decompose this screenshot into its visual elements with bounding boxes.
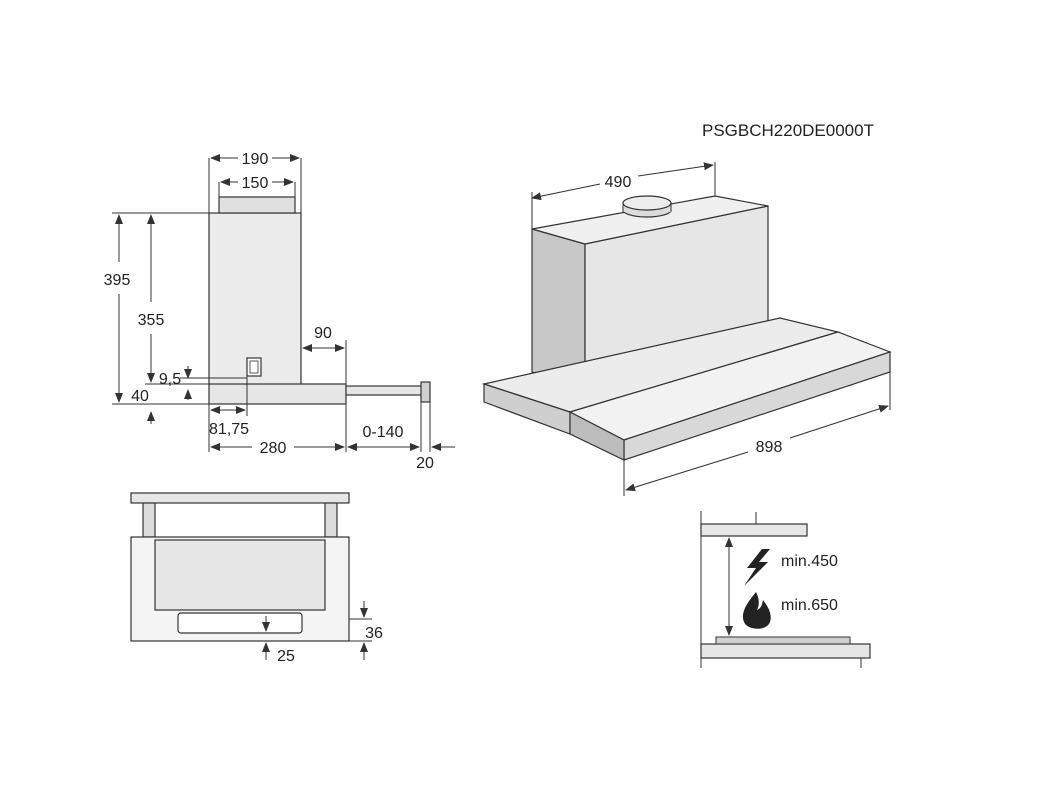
side-body	[208, 212, 302, 386]
side-collar	[218, 196, 296, 214]
dim-40: 40	[131, 388, 149, 405]
side-base	[208, 383, 347, 405]
dim-20: 20	[416, 455, 434, 472]
clearance-gas: min.650	[781, 597, 838, 614]
dim-36: 36	[365, 625, 383, 642]
dim-150: 150	[242, 175, 269, 192]
side-view: 190 150 395 355 90 9,5 40	[104, 151, 455, 472]
clearance-electric: min.450	[781, 553, 838, 570]
dim-490: 490	[605, 174, 632, 191]
dim-81-75: 81,75	[209, 421, 249, 438]
perspective-view: 490 898	[481, 162, 892, 496]
front-view: 36 25	[130, 492, 383, 665]
dim-0-140: 0-140	[363, 424, 404, 441]
dim-395: 395	[104, 272, 131, 289]
flame-icon	[742, 592, 771, 629]
side-light	[246, 357, 262, 377]
dim-898: 898	[756, 439, 783, 456]
side-handle	[420, 381, 431, 403]
clearance-view: min.450 min.650	[700, 511, 871, 668]
dim-280: 280	[260, 440, 287, 457]
dim-9-5: 9,5	[159, 371, 181, 388]
dim-25: 25	[277, 648, 295, 665]
dim-355: 355	[138, 312, 165, 329]
electric-icon	[744, 549, 770, 586]
model-code: PSGBCH220DE0000T	[702, 121, 874, 140]
side-drawer	[345, 385, 425, 396]
dim-90: 90	[314, 325, 332, 342]
dim-190: 190	[242, 151, 269, 168]
